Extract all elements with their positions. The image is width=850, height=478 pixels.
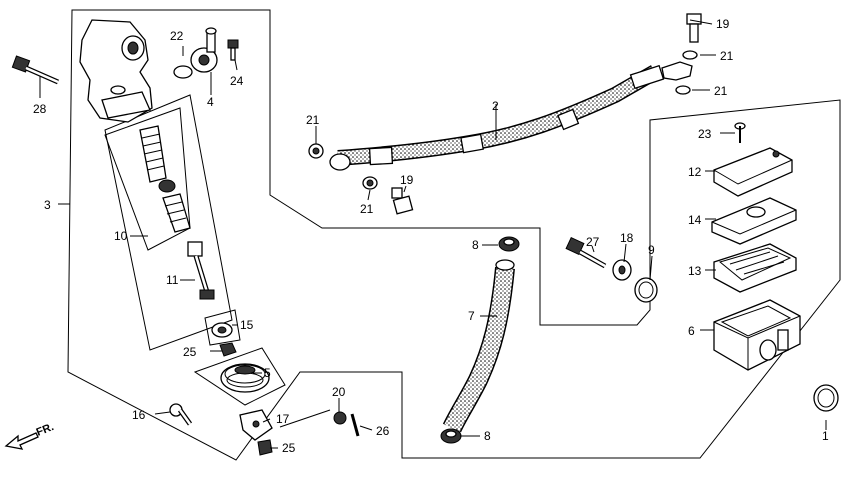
callout-1: 1 xyxy=(822,429,829,443)
callout-8-top: 8 xyxy=(472,238,479,252)
callout-11: 11 xyxy=(166,273,179,287)
hose-clamp-8-bottom xyxy=(440,428,462,444)
reservoir-cap-12 xyxy=(713,147,793,197)
collar-18 xyxy=(612,259,632,281)
washer-21-top xyxy=(682,50,698,60)
o-ring-22 xyxy=(173,65,193,79)
nut-25-upper xyxy=(219,342,237,357)
grommet-1 xyxy=(813,384,839,412)
callout-14: 14 xyxy=(688,213,702,227)
callout-5: 5 xyxy=(264,366,271,380)
washer-21-left-hole xyxy=(312,147,320,155)
callout-21-lower: 21 xyxy=(714,84,728,98)
pin-26 xyxy=(350,413,360,437)
callout-21-left: 21 xyxy=(306,113,320,127)
callout-17: 17 xyxy=(276,412,290,426)
leader-lines xyxy=(39,19,827,449)
callout-26: 26 xyxy=(376,424,390,438)
callout-9: 9 xyxy=(648,243,655,257)
callout-21-mid: 21 xyxy=(360,202,374,216)
brake-hose-2 xyxy=(329,61,693,171)
front-arrow-icon: FR. xyxy=(4,421,56,450)
nut-25-lower xyxy=(257,439,273,456)
screw-24 xyxy=(227,39,239,61)
washer-15-hole xyxy=(217,326,227,334)
callout-25-lower: 25 xyxy=(282,441,296,455)
callout-23: 23 xyxy=(698,127,712,141)
callout-28: 28 xyxy=(33,102,47,116)
assembly-3-outline xyxy=(67,9,841,461)
screw-23 xyxy=(734,122,746,143)
callout-24: 24 xyxy=(230,74,244,88)
boot-box-outline xyxy=(204,309,241,346)
front-direction-label: FR. xyxy=(35,421,56,439)
push-rod-11 xyxy=(187,241,215,300)
callout-25-upper: 25 xyxy=(183,345,197,359)
hose-clamp-8-top xyxy=(498,236,520,252)
washer-21-lower xyxy=(675,85,691,95)
callout-12: 12 xyxy=(688,165,702,179)
callout-19-mid: 19 xyxy=(400,173,414,187)
bolt-27 xyxy=(565,236,607,269)
callout-2: 2 xyxy=(492,99,499,113)
callout-21-top: 21 xyxy=(720,49,734,63)
boot-5 xyxy=(220,363,270,393)
reservoir-6 xyxy=(713,299,801,371)
nut-20 xyxy=(333,411,347,425)
callout-6: 6 xyxy=(688,324,695,338)
washer-21-mid-hole xyxy=(366,179,374,187)
clevis-pin-16 xyxy=(169,403,193,426)
callout-19-top: 19 xyxy=(716,17,730,31)
bolt-28 xyxy=(11,55,60,85)
banjo-bolt-19-top xyxy=(686,13,702,43)
inlet-fitting-4 xyxy=(190,27,218,73)
callout-7: 7 xyxy=(468,309,475,323)
banjo-bolt-19-mid xyxy=(391,187,414,215)
seal-kit-outline xyxy=(193,347,286,406)
diaphragm-13 xyxy=(713,243,797,293)
sub-assembly-outline xyxy=(104,94,233,351)
master-cylinder-body xyxy=(79,19,153,123)
callout-27: 27 xyxy=(586,235,600,249)
spring-10 xyxy=(139,125,191,233)
callout-18: 18 xyxy=(620,231,634,245)
callout-15: 15 xyxy=(240,318,254,332)
diaphragm-plate-14 xyxy=(711,197,797,245)
callout-4: 4 xyxy=(207,95,214,109)
callout-20: 20 xyxy=(332,385,346,399)
reservoir-hose-7 xyxy=(442,259,515,433)
grommet-9 xyxy=(634,277,658,303)
callout-16: 16 xyxy=(132,408,146,422)
callout-13: 13 xyxy=(688,264,702,278)
callout-3: 3 xyxy=(44,198,51,212)
callout-10: 10 xyxy=(114,229,128,243)
callout-22: 22 xyxy=(170,29,184,43)
callout-8-bottom: 8 xyxy=(484,429,491,443)
clevis-joint-17 xyxy=(239,409,273,441)
